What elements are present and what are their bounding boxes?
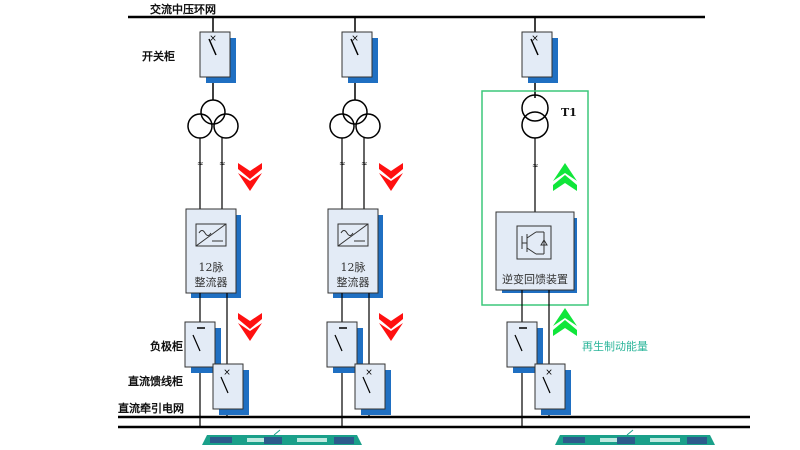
switchgear-label: 开关柜 (142, 49, 175, 63)
rectifier-unit-2: × ≈ ≈ 12脉 整流器 (326, 17, 403, 427)
power-flow-down-arrow (379, 163, 403, 191)
rectifier-box-2: 12脉 整流器 (327, 208, 383, 298)
rectifier-2-line1: 12脉 (341, 260, 366, 274)
svg-text:≈: ≈ (219, 159, 226, 168)
power-flow-up-arrow (553, 163, 577, 191)
power-flow-down-arrow (238, 163, 262, 191)
negative-cabinet-label: 负极柜 (150, 339, 183, 353)
svg-text:×: × (545, 368, 553, 378)
power-flow-up-arrow (553, 308, 577, 336)
switchgear-cabinet-2: × (341, 31, 379, 84)
svg-text:×: × (223, 368, 231, 378)
dc-feeder-cabinet-2: × (354, 363, 392, 416)
negative-cabinet-2 (326, 321, 364, 374)
two-winding-transformer-t1 (521, 94, 549, 139)
rectifier-unit-1: × ≈ ≈ 12脉 整流器 (184, 17, 262, 427)
svg-text:×: × (365, 368, 373, 378)
svg-text:×: × (351, 34, 359, 44)
rectifier-icon (337, 223, 369, 247)
train-1 (201, 429, 363, 446)
rectifier-box-1: 12脉 整流器 (185, 208, 241, 298)
inverter-box: 逆变回馈装置 (495, 211, 577, 293)
transformer-t1-label: T1 (561, 106, 577, 119)
power-flow-down-arrow (238, 313, 262, 341)
switchgear-cabinet-1: × (199, 31, 237, 84)
power-flow-down-arrow (379, 313, 403, 341)
negative-cabinet-3 (506, 321, 544, 374)
train-2 (554, 429, 716, 446)
igbt-icon (516, 225, 552, 260)
svg-text:≈: ≈ (339, 159, 346, 168)
svg-text:×: × (531, 34, 539, 44)
inverter-feedback-unit: × T1 ≈ 逆变回馈装置 (481, 17, 648, 427)
rectifier-1-line2: 整流器 (195, 275, 228, 289)
svg-text:≈: ≈ (197, 159, 204, 168)
feedback-device-boundary (481, 90, 589, 306)
negative-cabinet-1 (184, 321, 222, 374)
svg-text:×: × (209, 34, 217, 44)
rectifier-2-line2: 整流器 (337, 275, 370, 289)
regen-energy-label: 再生制动能量 (582, 339, 648, 353)
dc-feeder-cabinet-label: 直流馈线柜 (128, 374, 183, 388)
ac-bus-label: 交流中压环网 (150, 2, 216, 16)
inverter-label: 逆变回馈装置 (502, 272, 568, 286)
switchgear-cabinet-3: × (521, 31, 559, 84)
dc-feeder-cabinet-1: × (212, 363, 250, 416)
dc-traction-grid-label: 直流牵引电网 (118, 401, 184, 415)
three-winding-transformer-2 (329, 99, 381, 139)
dc-feeder-cabinet-3: × (534, 363, 572, 416)
svg-text:≈: ≈ (532, 161, 539, 170)
rectifier-icon (195, 223, 227, 247)
rectifier-1-line1: 12脉 (199, 260, 224, 274)
three-winding-transformer-1 (187, 99, 239, 139)
svg-text:≈: ≈ (361, 159, 368, 168)
